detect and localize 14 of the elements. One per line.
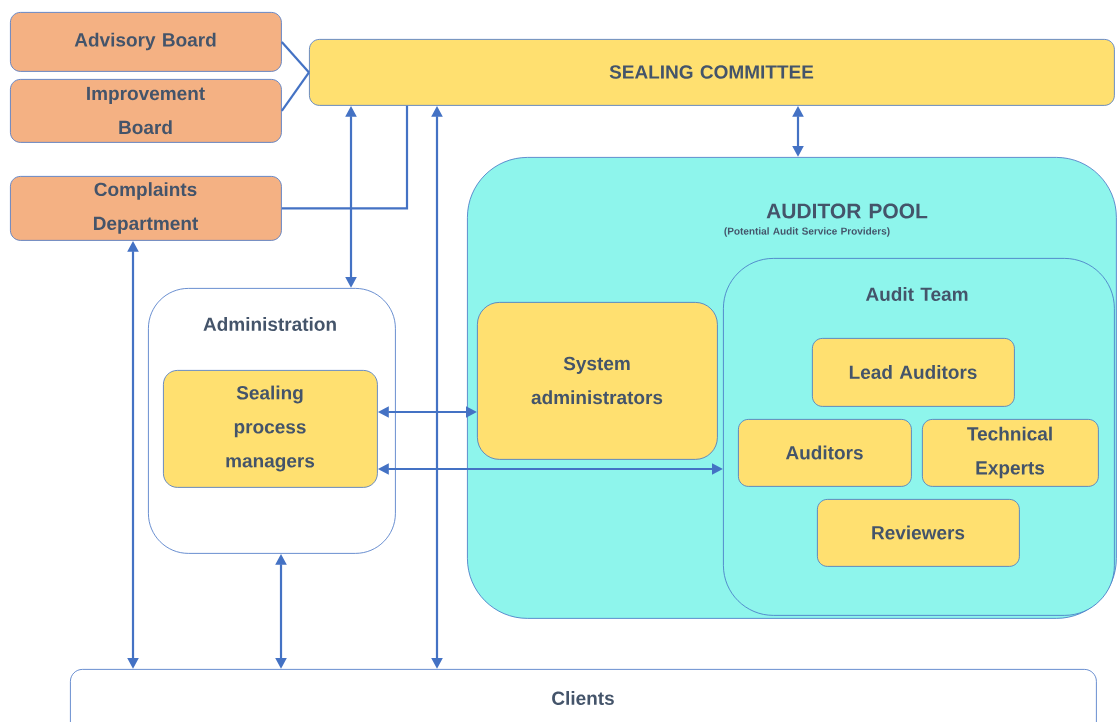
connector-line (280, 71, 310, 112)
role-box: Technical Experts (922, 419, 1099, 487)
department-box: Complaints Department (10, 176, 282, 241)
connector-line (281, 41, 310, 74)
committee-bar: SEALING COMMITTEE (309, 39, 1115, 106)
role-box: Auditors (738, 419, 912, 487)
connector-line (281, 105, 409, 210)
role-box: Reviewers (817, 499, 1020, 567)
role-box: System administrators (477, 302, 718, 460)
board-box: Improvement Board (10, 79, 282, 143)
board-box: Advisory Board (10, 12, 282, 72)
clients-bar: Clients (70, 669, 1097, 722)
role-box: Sealing process managers (163, 370, 378, 488)
role-box: Lead Auditors (812, 338, 1015, 407)
